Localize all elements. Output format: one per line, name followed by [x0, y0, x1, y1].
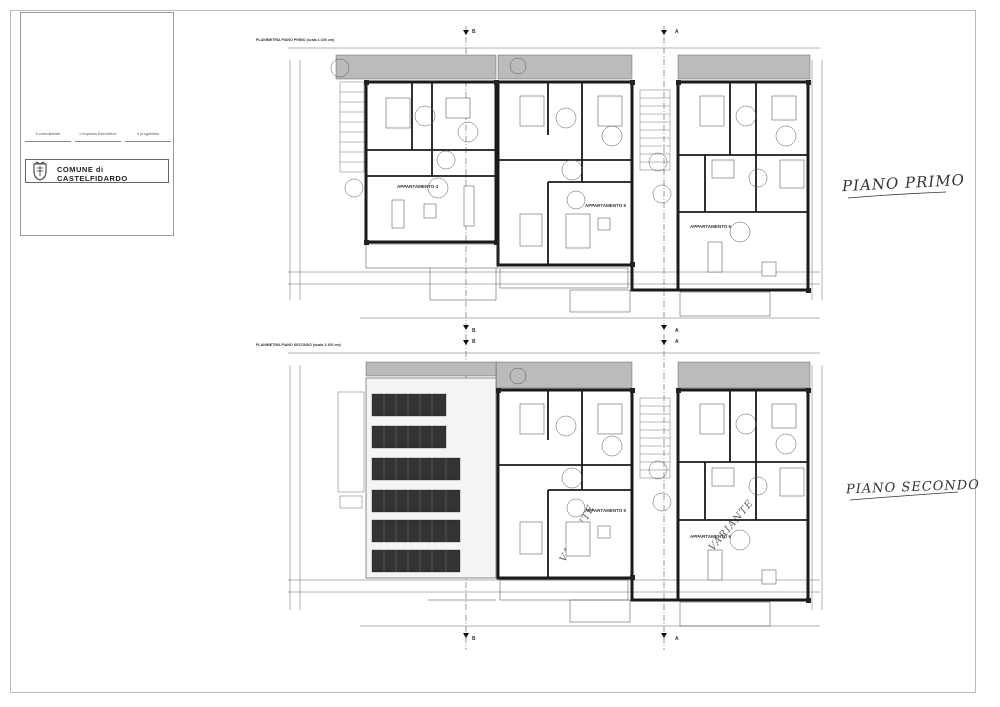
municipality-name: COMUNE di CASTELFIDARDO — [57, 165, 128, 183]
client-signature-label: Il committente — [35, 131, 61, 136]
municipal-crest-icon — [33, 161, 47, 181]
section-mark-label: A — [675, 29, 679, 35]
apartment-label: APPARTAMENTO 6 — [690, 534, 732, 539]
section-mark-label: B — [472, 328, 476, 334]
apartment-label: APPARTAMENTO 5 — [585, 203, 627, 208]
second-floor-plan — [337, 361, 811, 627]
contractor-signature-label: L'impresa Esecutrice — [79, 131, 117, 136]
designer-signature-label: Il progettista — [137, 131, 159, 136]
dimension-lines — [288, 47, 823, 627]
signature-line — [125, 141, 171, 142]
section-mark-label: B — [472, 339, 476, 345]
section-mark-label: A — [675, 328, 679, 334]
section-mark-label: A — [675, 339, 679, 345]
solar-panels — [371, 393, 461, 573]
section-mark-label: B — [472, 29, 476, 35]
first-floor-plan — [330, 54, 811, 317]
signature-line — [75, 141, 121, 142]
section-mark-label: A — [675, 636, 679, 642]
title-block: Il committente L'impresa Esecutrice Il p… — [20, 12, 174, 236]
drawing-sheet — [10, 10, 976, 693]
apartment-label: APPARTAMENTO 6 — [690, 224, 732, 229]
signature-line — [25, 141, 71, 142]
section-mark-label: B — [472, 636, 476, 642]
apartment-label: APPARTAMENTO 5 — [585, 508, 627, 513]
municipality-box — [25, 159, 169, 183]
section-arrows — [463, 30, 667, 638]
plan-title-first-floor: PLANIMETRIA PIANO PRIMO (scala 1:100 cm) — [256, 38, 335, 42]
plan-title-second-floor: PLANIMETRIA PIANO SECONDO (scala 1:100 c… — [256, 343, 341, 347]
apartment-label: APPARTAMENTO 4 — [397, 184, 439, 189]
